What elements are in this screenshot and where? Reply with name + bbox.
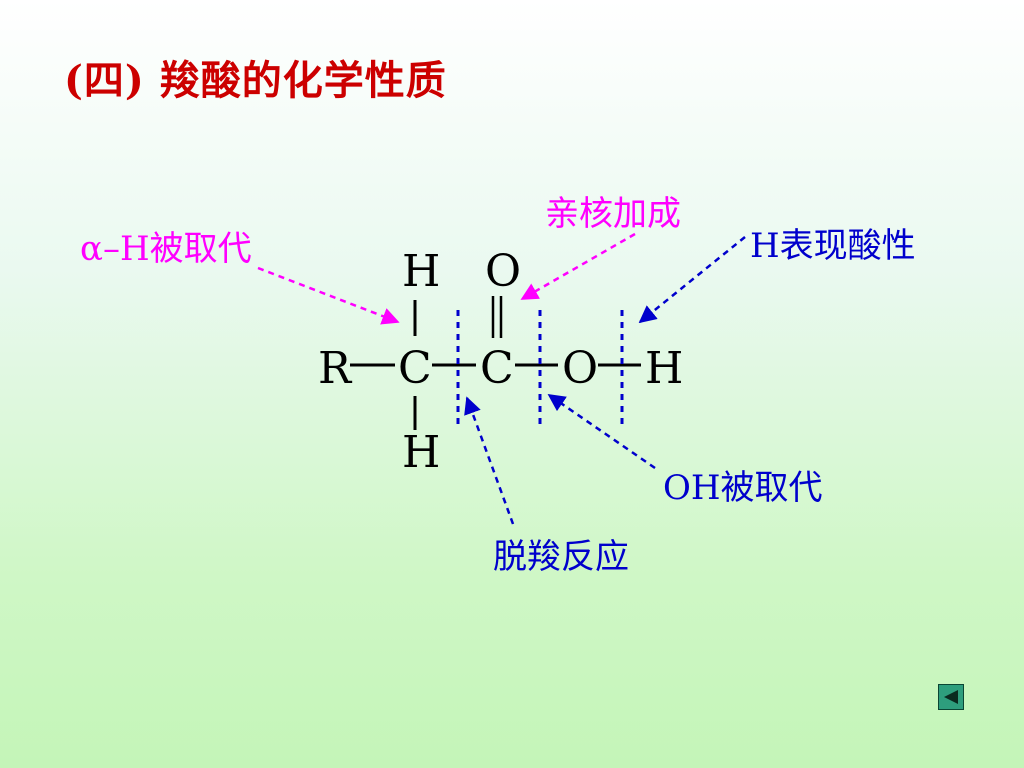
label-decarboxylation: 脱羧反应 (493, 537, 629, 577)
page-title: (四) 羧酸的化学性质 (64, 57, 447, 104)
nav-back-button[interactable] (938, 684, 964, 710)
label-oh-substitution: OH被取代 (663, 468, 823, 508)
label-h-acidity: H表现酸性 (750, 226, 916, 266)
atom-h-acid: H (645, 343, 683, 394)
back-triangle-icon (944, 690, 958, 704)
arrow-oh-substitution (547, 393, 656, 470)
atom-o-hydroxyl: O (562, 343, 598, 394)
label-alpha-h-substitution: α–H被取代 (80, 229, 252, 269)
arrow-alpha-h (257, 266, 400, 325)
atom-h-top: H (402, 246, 440, 297)
arrow-decarboxylation (464, 396, 515, 525)
label-nucleophilic-addition: 亲核加成 (545, 194, 681, 234)
atom-c-alpha: C (398, 343, 432, 394)
atom-c-carbonyl: C (480, 343, 514, 394)
atom-r: R (318, 343, 353, 394)
arrow-nucleophilic-addition (520, 232, 636, 301)
atom-o-double: O (485, 246, 521, 297)
arrow-h-acidity (638, 236, 746, 324)
atom-h-bottom: H (402, 427, 440, 478)
